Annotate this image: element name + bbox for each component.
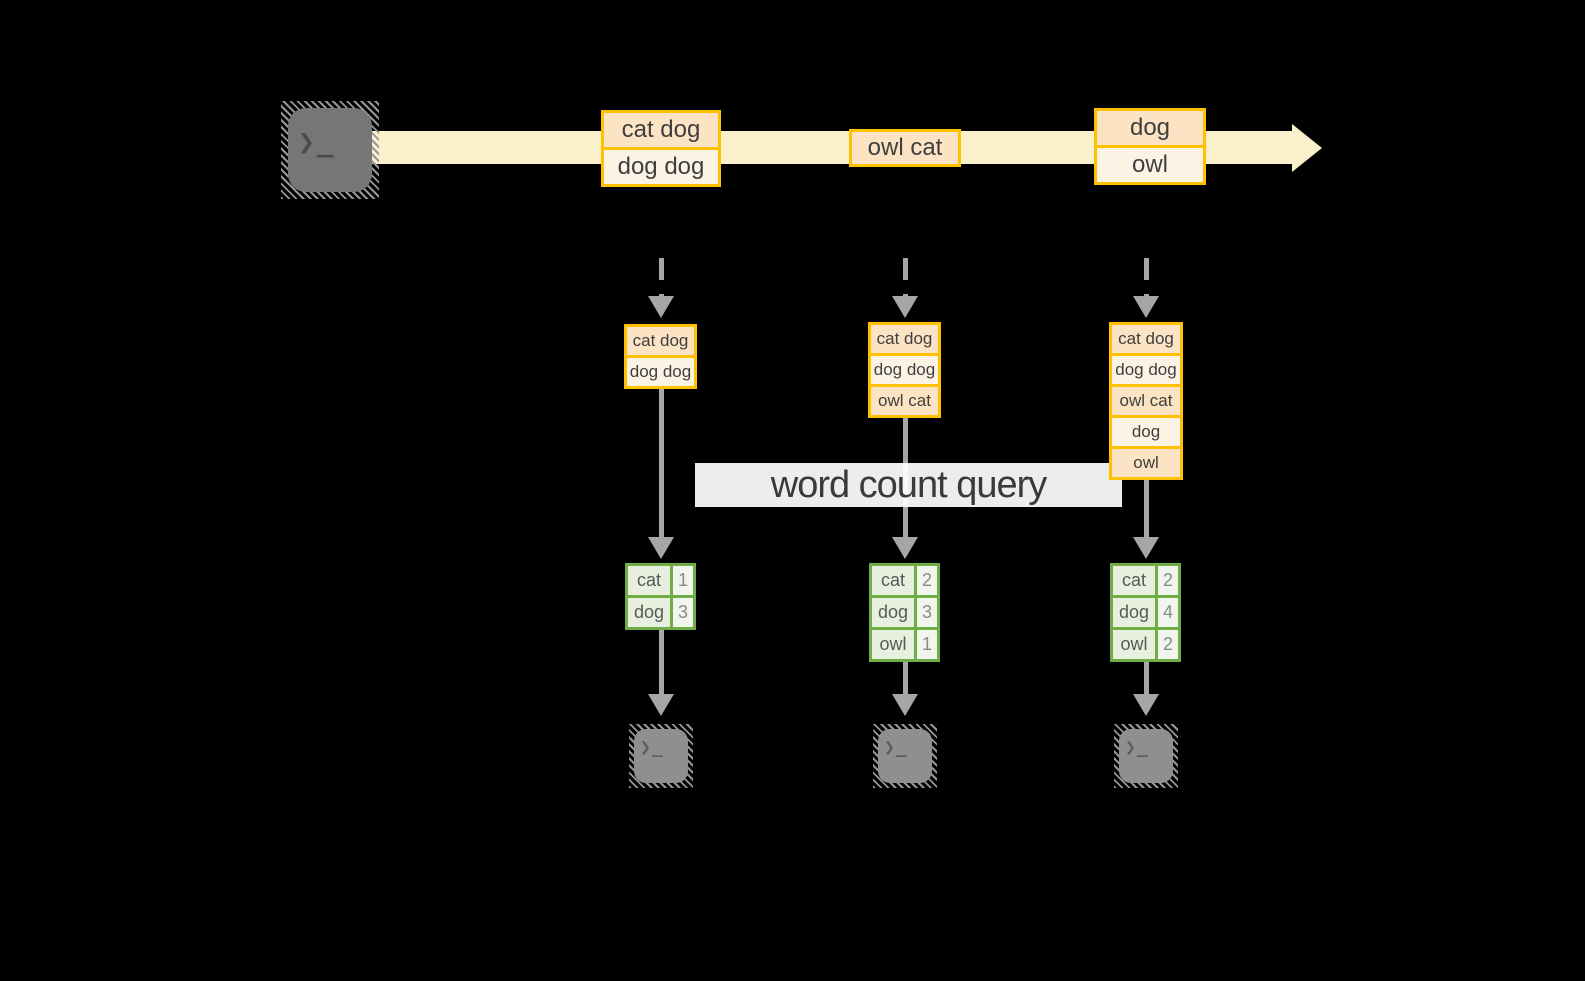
query-arrow-line (1144, 480, 1149, 539)
result-table: cat 2 dog 4 owl 2 (1110, 563, 1181, 662)
sink-terminal-icon: ❯_ (629, 724, 693, 788)
input-row: cat dog (627, 327, 694, 355)
query-label: word count query (770, 463, 1047, 506)
query-band: word count query (695, 463, 1122, 507)
word-cell: dog (872, 598, 914, 627)
word-cell: dog (628, 598, 670, 627)
input-row: dog dog (627, 358, 694, 386)
word-cell: cat (872, 566, 914, 595)
terminal-screen (634, 729, 688, 783)
stream-batch-row: cat dog (604, 113, 718, 147)
source-terminal-icon: ❯_ (281, 101, 379, 199)
input-buffer-box: cat dog dog dog owl cat (868, 322, 941, 418)
word-cell: cat (628, 566, 670, 595)
word-cell: owl (1113, 630, 1155, 659)
input-row: dog (1112, 418, 1180, 446)
input-row: cat dog (871, 325, 938, 353)
sink-terminal-icon: ❯_ (873, 724, 937, 788)
word-cell: owl (872, 630, 914, 659)
count-cell: 2 (1158, 630, 1178, 659)
dashed-arrowhead-icon (648, 296, 674, 318)
count-cell: 2 (1158, 566, 1178, 595)
query-arrow-line (659, 389, 664, 539)
output-arrow-line (903, 662, 908, 696)
dashed-arrow-line (1144, 258, 1149, 298)
output-arrow-line (1144, 662, 1149, 696)
dashed-arrowhead-icon (1133, 296, 1159, 318)
dashed-arrow-line (659, 258, 664, 298)
terminal-prompt-glyph: ❯_ (640, 737, 664, 758)
stream-batch-box: owl cat (849, 129, 961, 167)
stream-batch-box: cat dog dog dog (601, 110, 721, 187)
terminal-screen (878, 729, 932, 783)
stream-batch-row: dog (1097, 111, 1203, 145)
stream-batch-row: dog dog (604, 150, 718, 184)
dashed-arrow-line (903, 258, 908, 298)
input-row: dog dog (1112, 356, 1180, 384)
terminal-prompt-glyph: ❯_ (884, 737, 908, 758)
stream-batch-box: dog owl (1094, 108, 1206, 185)
count-cell: 2 (917, 566, 937, 595)
query-arrowhead-icon (1133, 537, 1159, 559)
input-buffer-box: cat dog dog dog owl cat dog owl (1109, 322, 1183, 480)
stream-batch-row: owl cat (852, 132, 958, 164)
word-cell: cat (1113, 566, 1155, 595)
result-table: cat 2 dog 3 owl 1 (869, 563, 940, 662)
output-arrow-line (659, 630, 664, 696)
query-arrowhead-icon (648, 537, 674, 559)
input-row: owl cat (871, 387, 938, 415)
output-arrowhead-icon (1133, 694, 1159, 716)
output-arrowhead-icon (648, 694, 674, 716)
input-row: dog dog (871, 356, 938, 384)
terminal-prompt-glyph: ❯_ (1125, 737, 1149, 758)
count-cell: 1 (673, 566, 693, 595)
result-table: cat 1 dog 3 (625, 563, 696, 630)
terminal-screen (288, 108, 372, 192)
sink-terminal-icon: ❯_ (1114, 724, 1178, 788)
count-cell: 4 (1158, 598, 1178, 627)
dashed-arrowhead-icon (892, 296, 918, 318)
input-row: cat dog (1112, 325, 1180, 353)
stream-batch-row: owl (1097, 148, 1203, 182)
word-cell: dog (1113, 598, 1155, 627)
terminal-screen (1119, 729, 1173, 783)
count-cell: 1 (917, 630, 937, 659)
terminal-prompt-glyph: ❯_ (298, 125, 336, 158)
stream-arrowhead-icon (1292, 124, 1322, 172)
count-cell: 3 (917, 598, 937, 627)
query-arrowhead-icon (892, 537, 918, 559)
input-buffer-box: cat dog dog dog (624, 324, 697, 389)
output-arrowhead-icon (892, 694, 918, 716)
input-row: owl cat (1112, 387, 1180, 415)
input-row: owl (1112, 449, 1180, 477)
count-cell: 3 (673, 598, 693, 627)
